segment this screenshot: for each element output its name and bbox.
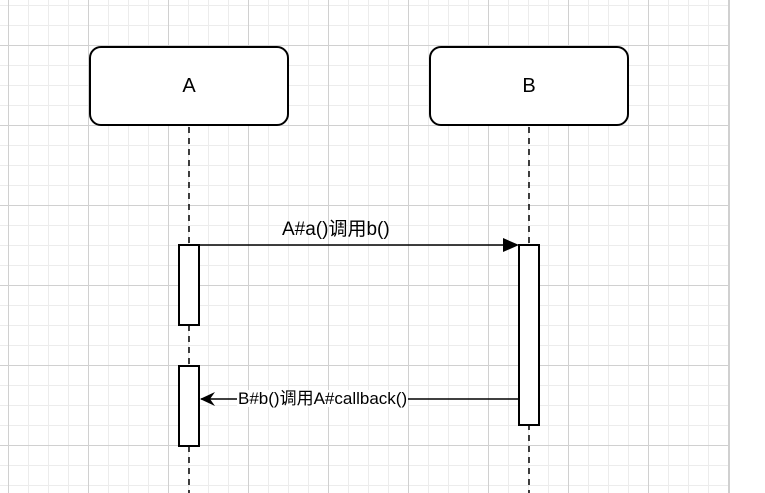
- activation-a-1[interactable]: [178, 244, 200, 326]
- message-1-arrowhead-icon: [503, 238, 519, 252]
- message-1-label: A#a()调用b(): [282, 219, 390, 240]
- participant-a-label: A: [182, 74, 196, 97]
- participant-a[interactable]: A: [89, 46, 289, 126]
- activation-b[interactable]: [518, 244, 540, 426]
- participant-b[interactable]: B: [429, 46, 629, 126]
- participant-b-label: B: [522, 74, 536, 97]
- grid-edge: [729, 0, 730, 493]
- message-2-label: B#b()调用A#callback(): [237, 389, 409, 408]
- message-2-arrowhead-icon: [200, 392, 215, 406]
- activation-a-2[interactable]: [178, 365, 200, 447]
